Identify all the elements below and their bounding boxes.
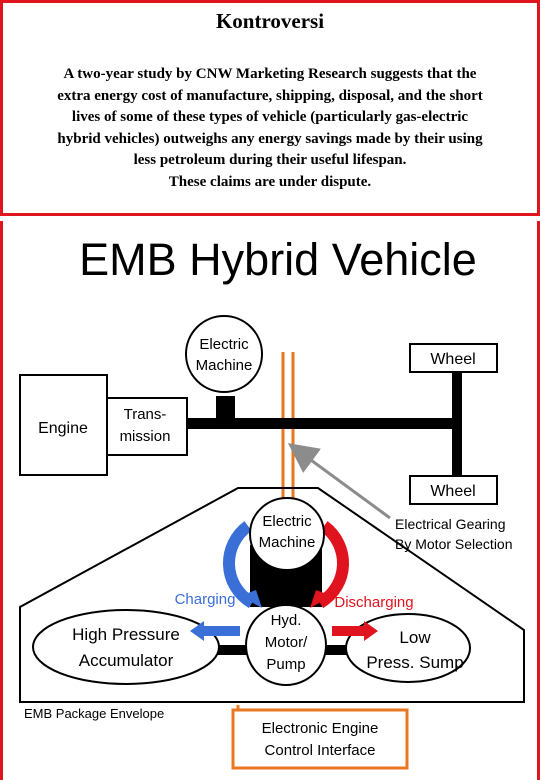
axle-shaft — [452, 372, 462, 476]
controversy-line: These claims are under dispute. — [168, 173, 372, 190]
controversy-line: hybrid vehicles) outweighs any energy sa… — [57, 130, 483, 147]
engine-label: Engine — [38, 420, 88, 437]
pump-label: Pump — [266, 656, 305, 673]
wheel-top-label: Wheel — [430, 351, 475, 368]
wheel-bottom-box — [409, 475, 498, 505]
controversy-box: Kontroversi A two-year study by CNW Mark… — [0, 0, 540, 216]
controversy-title: Kontroversi — [215, 9, 325, 33]
electric-machine-inner-label: Machine — [259, 534, 316, 551]
control-interface-label: Electronic Engine — [262, 720, 379, 737]
discharging-label: Discharging — [334, 594, 413, 611]
electric-machine-inner-label: Electric — [262, 513, 312, 530]
transmission-label: mission — [120, 428, 171, 445]
electric-machine-top-label: Machine — [196, 357, 253, 374]
controversy-text: A two-year study by CNW Marketing Resear… — [11, 64, 529, 193]
charging-rotation-head — [240, 590, 262, 608]
drive-shaft — [187, 418, 461, 429]
wheel-top-box — [409, 343, 498, 373]
controversy-line: A two-year study by CNW Marketing Resear… — [63, 66, 477, 82]
diagram-title: EMB Hybrid Vehicle — [79, 234, 477, 285]
discharging-arrow — [332, 621, 378, 641]
electric-machine-top — [185, 315, 263, 393]
control-interface-box — [231, 708, 409, 770]
controversy-line: less petroleum during their useful lifes… — [133, 152, 407, 168]
wheel-bottom-label: Wheel — [430, 483, 475, 500]
transmission-label: Trans- — [124, 406, 167, 423]
pump-label: Motor/ — [265, 634, 308, 651]
accumulator-label: High Pressure — [72, 625, 180, 644]
pump-label: Hyd. — [271, 612, 302, 629]
high-pressure-accumulator — [32, 609, 220, 685]
motor-shaft — [216, 396, 235, 418]
controversy-line: extra energy cost of manufacture, shippi… — [57, 87, 483, 104]
controversy-line: lives of some of these types of vehicle … — [71, 109, 469, 125]
electric-machine-inner — [249, 497, 325, 571]
control-interface-label: Control Interface — [265, 742, 376, 759]
engine-box — [19, 374, 108, 476]
package-label: EMB Package Envelope — [24, 706, 164, 721]
emb-package-envelope — [19, 487, 525, 703]
electric-machine-top-label: Electric — [199, 336, 249, 353]
gearing-note: Electrical Gearing — [395, 516, 506, 532]
gearing-note: By Motor Selection — [395, 536, 513, 552]
charging-label: Charging — [175, 591, 236, 608]
accumulator-label: Accumulator — [79, 651, 174, 670]
gearing-arrow — [287, 443, 391, 520]
sump-label: Press. Sump — [366, 653, 463, 672]
charging-arrow — [190, 621, 240, 641]
hydraulic-pump — [245, 604, 327, 686]
sump-label: Low — [399, 628, 431, 647]
transmission-box — [106, 397, 188, 456]
discharging-rotation-head — [310, 590, 332, 608]
